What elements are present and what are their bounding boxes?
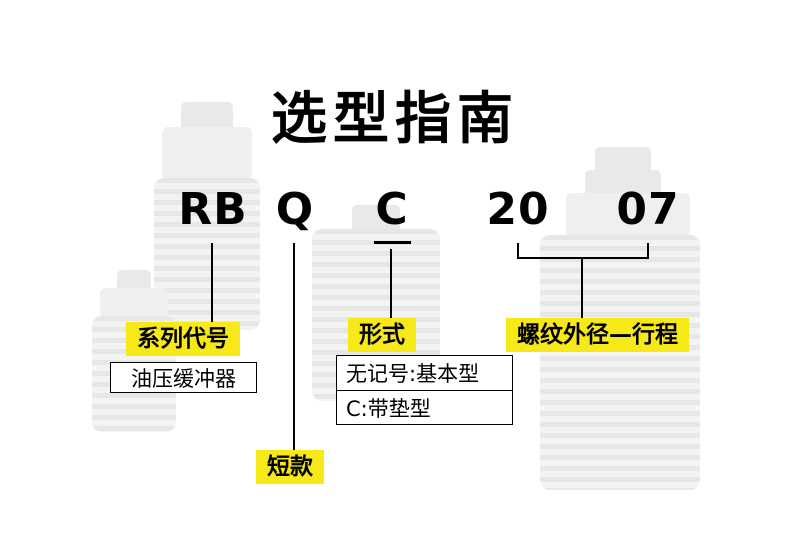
model-code-series: RB <box>178 184 248 235</box>
connector-form-line <box>390 249 392 318</box>
connector-short-line <box>293 243 295 450</box>
form-tag: 形式 <box>348 318 416 353</box>
model-code-form: C <box>375 184 409 235</box>
connector-thread-drop-left <box>517 243 519 259</box>
model-code-length: Q <box>275 184 315 235</box>
thread-stroke-tag: 螺纹外径—行程 <box>506 318 689 353</box>
series-tag: 系列代号 <box>126 322 240 357</box>
connector-thread-horizontal <box>517 257 649 259</box>
connector-series-line <box>211 243 213 323</box>
connector-thread-line <box>581 257 583 318</box>
connector-thread-drop-right <box>647 243 649 259</box>
model-code-thread-diameter: 20 <box>486 184 550 235</box>
form-option-basic: 无记号:基本型 <box>346 362 480 386</box>
form-option-pad: C:带垫型 <box>337 390 512 424</box>
form-code-underline <box>374 241 411 244</box>
page-title: 选型指南 <box>271 87 519 152</box>
short-type-tag: 短款 <box>256 450 324 485</box>
series-description-box: 油压缓冲器 <box>110 362 257 393</box>
model-code-stroke: 07 <box>616 184 680 235</box>
form-options-box: 无记号:基本型 C:带垫型 <box>336 355 513 425</box>
